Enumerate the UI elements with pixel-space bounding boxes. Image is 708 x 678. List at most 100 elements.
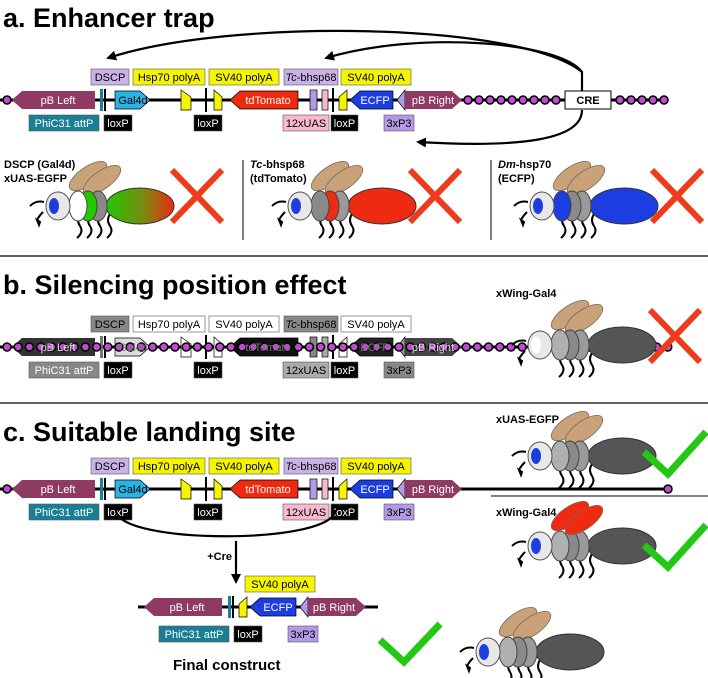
svg-text:loxP: loxP — [107, 507, 128, 519]
dscp-tag: DSCP — [90, 457, 130, 475]
chromatin-bead — [427, 342, 438, 352]
fly-a2-label-2: (tdTomato) — [250, 173, 307, 185]
chromatin-bead — [472, 342, 483, 352]
loxp-tag-2: loxP — [193, 114, 223, 132]
cross-b1 — [647, 307, 703, 365]
final-construct-label: Final construct — [173, 657, 281, 674]
svg-text:3xP3: 3xP3 — [290, 629, 315, 641]
svg-text:Tc-bhsp68: Tc-bhsp68 — [286, 461, 337, 473]
3xp3-tag: 3xP3 — [383, 114, 415, 132]
fly-a3 — [513, 160, 659, 239]
pb-right-label: pB Right — [412, 484, 454, 496]
fly-thorax — [310, 190, 330, 222]
fly-thorax — [550, 440, 570, 472]
chromatin-bead — [248, 342, 259, 352]
svg-text:DSCP: DSCP — [95, 319, 126, 331]
beads-a-left — [2, 95, 12, 105]
loxp-tag-2: loxP — [193, 361, 223, 379]
svg-text:3xP3: 3xP3 — [386, 507, 411, 519]
tc-bhsp68-tag: Tc-bhsp68 — [283, 315, 339, 333]
chromatin-bead — [2, 342, 12, 352]
loxp-tag-1: loxP — [103, 361, 133, 379]
chromatin-bead — [259, 342, 270, 352]
svg-text:3xP3: 3xP3 — [386, 118, 411, 130]
tdtomato-label: tdTomato — [245, 342, 290, 354]
cross-a1 — [169, 167, 225, 225]
pb-left-label: pB Left — [41, 95, 76, 107]
beads-c — [2, 484, 673, 494]
loxp-tag-1: loxP — [103, 503, 133, 521]
chromatin-bead — [114, 342, 124, 352]
svg-text:loxP: loxP — [107, 365, 128, 377]
fly-abdomen — [347, 187, 417, 225]
chromatin-bead — [496, 95, 506, 105]
hsp70-polya-tag: Hsp70 polyA — [132, 457, 206, 475]
fly-final — [459, 606, 605, 678]
fly-a1-label-2: xUAS-EGFP — [4, 173, 67, 185]
construct-c — [0, 475, 670, 503]
gal4d-label: Gal4d — [118, 95, 147, 107]
gal4d-label: Gal4d — [118, 342, 147, 354]
svg-text:SV40 polyA: SV40 polyA — [251, 579, 309, 591]
chromatin-bead — [450, 342, 460, 352]
section-c-title: c. Suitable landing site — [3, 417, 296, 447]
final-ecfp-label: ECFP — [263, 602, 292, 614]
chromatin-bead — [293, 342, 303, 352]
chromatin-bead — [383, 342, 393, 352]
fly-abdomen — [587, 326, 657, 364]
fly-thorax — [550, 329, 570, 361]
chromatin-bead — [338, 342, 348, 352]
svg-text:12xUAS: 12xUAS — [286, 365, 326, 377]
uas-tag: 12xUAS — [282, 114, 330, 132]
fly-eye — [291, 198, 301, 214]
chromatin-bead — [147, 342, 158, 352]
svg-text:SV40 polyA: SV40 polyA — [347, 319, 405, 331]
tdtomato-label: tdTomato — [245, 484, 290, 496]
fly-c1 — [511, 410, 657, 489]
dscp-tag: DSCP — [90, 68, 130, 86]
tdtomato-label: tdTomato — [245, 95, 290, 107]
chromatin-bead — [271, 342, 281, 352]
cre-box: CRE — [564, 90, 612, 110]
chromatin-bead — [80, 342, 91, 352]
svg-text:loxP: loxP — [334, 365, 355, 377]
final-construct — [138, 596, 378, 618]
cre-step-label: +Cre — [207, 551, 232, 563]
check-c1 — [641, 429, 708, 479]
chromatin-bead — [463, 95, 473, 105]
cross-a3 — [649, 167, 705, 225]
svg-text:SV40 polyA: SV40 polyA — [215, 319, 273, 331]
sv40-polya-tag: SV40 polyA — [208, 315, 280, 333]
fly-abdomen — [105, 187, 175, 225]
svg-text:loxP: loxP — [107, 118, 128, 130]
svg-text:Tc-bhsp68: Tc-bhsp68 — [286, 319, 337, 331]
dscp-tag: DSCP — [90, 315, 130, 333]
svg-text:Hsp70 polyA: Hsp70 polyA — [138, 72, 201, 84]
chromatin-bead — [24, 342, 35, 352]
fly-eye — [49, 198, 59, 214]
fly-thorax — [550, 530, 570, 562]
chromatin-bead — [2, 95, 12, 105]
chromatin-bead — [474, 95, 484, 105]
chromatin-bead — [659, 95, 669, 105]
final-pb-left-label: pB Left — [170, 602, 205, 614]
chromatin-bead — [125, 342, 135, 352]
pb-right-label: pB Right — [412, 95, 454, 107]
fly-thorax — [68, 190, 88, 222]
cre-recombination-arrow: +Cre — [114, 509, 337, 584]
chromatin-bead — [540, 95, 550, 105]
svg-text:Tc-bhsp68: Tc-bhsp68 — [286, 72, 337, 84]
section-a-title: a. Enhancer trap — [3, 3, 215, 33]
cre-arrow-mid — [324, 41, 583, 73]
svg-text:loxP: loxP — [197, 118, 218, 130]
tc-bhsp68-tag: Tc-bhsp68 — [283, 457, 339, 475]
phic31-attp-tag: PhiC31 attP — [28, 503, 100, 521]
fly-a1 — [29, 160, 175, 239]
ecfp-label: ECFP — [360, 95, 389, 107]
fly-eye — [531, 337, 541, 353]
chromatin-bead — [507, 95, 517, 105]
svg-text:Hsp70 polyA: Hsp70 polyA — [138, 461, 201, 473]
fly-eye — [531, 538, 541, 554]
chromatin-bead — [159, 342, 169, 352]
cre-arrow-left — [106, 29, 584, 93]
